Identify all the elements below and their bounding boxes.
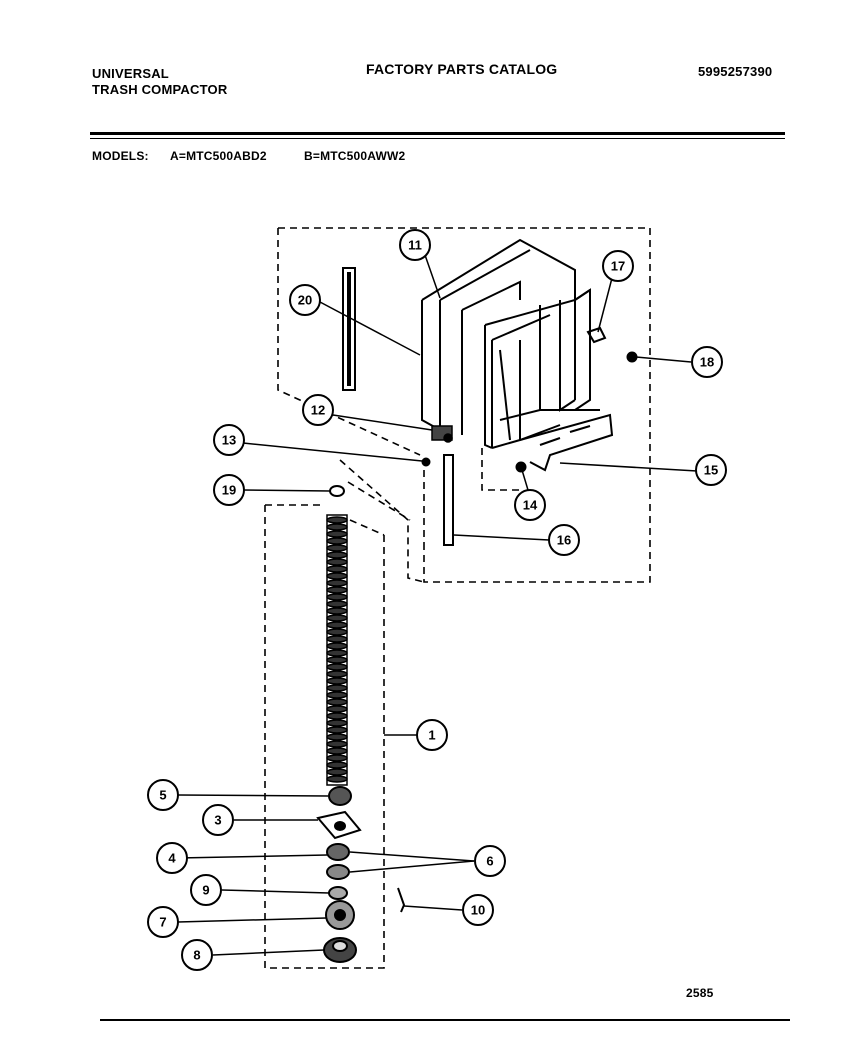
thread-ridge	[326, 558, 348, 566]
callout-label: 5	[159, 788, 166, 803]
thread-ridge	[326, 656, 348, 664]
callout-16: 16	[548, 524, 580, 556]
thread-ridge	[326, 663, 348, 671]
thread-ridge	[326, 565, 348, 573]
callout-label: 12	[311, 403, 325, 418]
thread-ridge	[326, 733, 348, 741]
callout-label: 20	[298, 293, 312, 308]
thread-ridge	[326, 754, 348, 762]
thread-ridge	[326, 712, 348, 720]
thread-ridge	[326, 747, 348, 755]
thread-ridge	[326, 544, 348, 552]
callout-12: 12	[302, 394, 334, 426]
hinge-part	[431, 425, 453, 443]
callout-13: 13	[213, 424, 245, 456]
callout-label: 3	[214, 813, 221, 828]
thread-ridge	[326, 628, 348, 636]
thread-ridge	[326, 593, 348, 601]
thread-ridge	[326, 607, 348, 615]
thread-ridge	[326, 551, 348, 559]
callout-label: 13	[222, 433, 236, 448]
callout-label: 18	[700, 355, 714, 370]
callout-label: 17	[611, 259, 625, 274]
thread-ridge	[326, 600, 348, 608]
callout-label: 11	[408, 238, 422, 253]
callout-19: 19	[213, 474, 245, 506]
callout-10: 10	[462, 894, 494, 926]
callout-17: 17	[602, 250, 634, 282]
thread-ridge	[326, 768, 348, 776]
models-label: MODELS:	[92, 149, 149, 163]
thread-ridge	[326, 649, 348, 657]
thread-ridge	[326, 523, 348, 531]
lead-screw-part	[326, 514, 348, 786]
clip-part	[586, 326, 607, 344]
rod-part	[443, 454, 454, 546]
bracket-part	[519, 413, 614, 472]
model-b: B=MTC500AWW2	[304, 149, 406, 163]
callout-18: 18	[691, 346, 723, 378]
callout-label: 8	[193, 948, 200, 963]
thread-ridge	[326, 761, 348, 769]
footer-rule	[100, 1019, 790, 1021]
callout-label: 16	[557, 533, 571, 548]
model-a: A=MTC500ABD2	[170, 149, 267, 163]
gasket-strip-part	[342, 267, 356, 391]
callout-8: 8	[181, 939, 213, 971]
brand-line-2: TRASH COMPACTOR	[92, 82, 228, 97]
callout-9: 9	[190, 874, 222, 906]
thread-ridge	[326, 726, 348, 734]
thread-ridge	[326, 705, 348, 713]
callout-label: 4	[168, 851, 176, 866]
thread-ridge	[326, 677, 348, 685]
callout-label: 7	[159, 915, 166, 930]
part-number: 5995257390	[698, 64, 773, 79]
callout-label: 10	[471, 903, 485, 918]
thread-ridge	[326, 691, 348, 699]
callout-label: 6	[486, 854, 493, 869]
thread-ridge	[326, 530, 348, 538]
thread-ridge	[326, 698, 348, 706]
callout-15: 15	[695, 454, 727, 486]
thread-ridge	[326, 642, 348, 650]
catalog-title: FACTORY PARTS CATALOG	[366, 61, 558, 77]
thread-ridge	[326, 586, 348, 594]
callout-11: 11	[399, 229, 431, 261]
callout-label: 14	[523, 498, 538, 513]
thread-ridge	[326, 621, 348, 629]
dashed-group-lines	[264, 227, 651, 969]
header-rule-thick	[90, 132, 785, 135]
leader-lines	[177, 254, 698, 956]
thread-ridge	[326, 670, 348, 678]
thread-ridge	[326, 775, 348, 783]
callout-label: 19	[222, 483, 236, 498]
callout-label: 1	[428, 728, 435, 743]
callout-20: 20	[289, 284, 321, 316]
thread-ridge	[326, 635, 348, 643]
thread-ridge	[326, 614, 348, 622]
callout-label: 15	[704, 463, 718, 478]
thread-ridge	[326, 572, 348, 580]
thread-ridge	[326, 537, 348, 545]
callout-6: 6	[474, 845, 506, 877]
callout-5: 5	[147, 779, 179, 811]
thread-ridge	[326, 516, 348, 524]
callout-7: 7	[147, 906, 179, 938]
small-fasteners	[329, 351, 638, 497]
thread-ridge	[326, 719, 348, 727]
frame-assembly-part	[421, 238, 600, 449]
brand-line-1: UNIVERSAL	[92, 66, 169, 81]
thread-ridge	[326, 684, 348, 692]
lower-stack-parts	[316, 786, 406, 963]
callout-3: 3	[202, 804, 234, 836]
thread-ridge	[326, 740, 348, 748]
page-code: 2585	[686, 986, 714, 1000]
header-rule-thin	[90, 138, 785, 139]
callout-label: 9	[202, 883, 209, 898]
thread-ridge	[326, 579, 348, 587]
callout-14: 14	[514, 489, 546, 521]
callout-1: 1	[416, 719, 448, 751]
callout-4: 4	[156, 842, 188, 874]
